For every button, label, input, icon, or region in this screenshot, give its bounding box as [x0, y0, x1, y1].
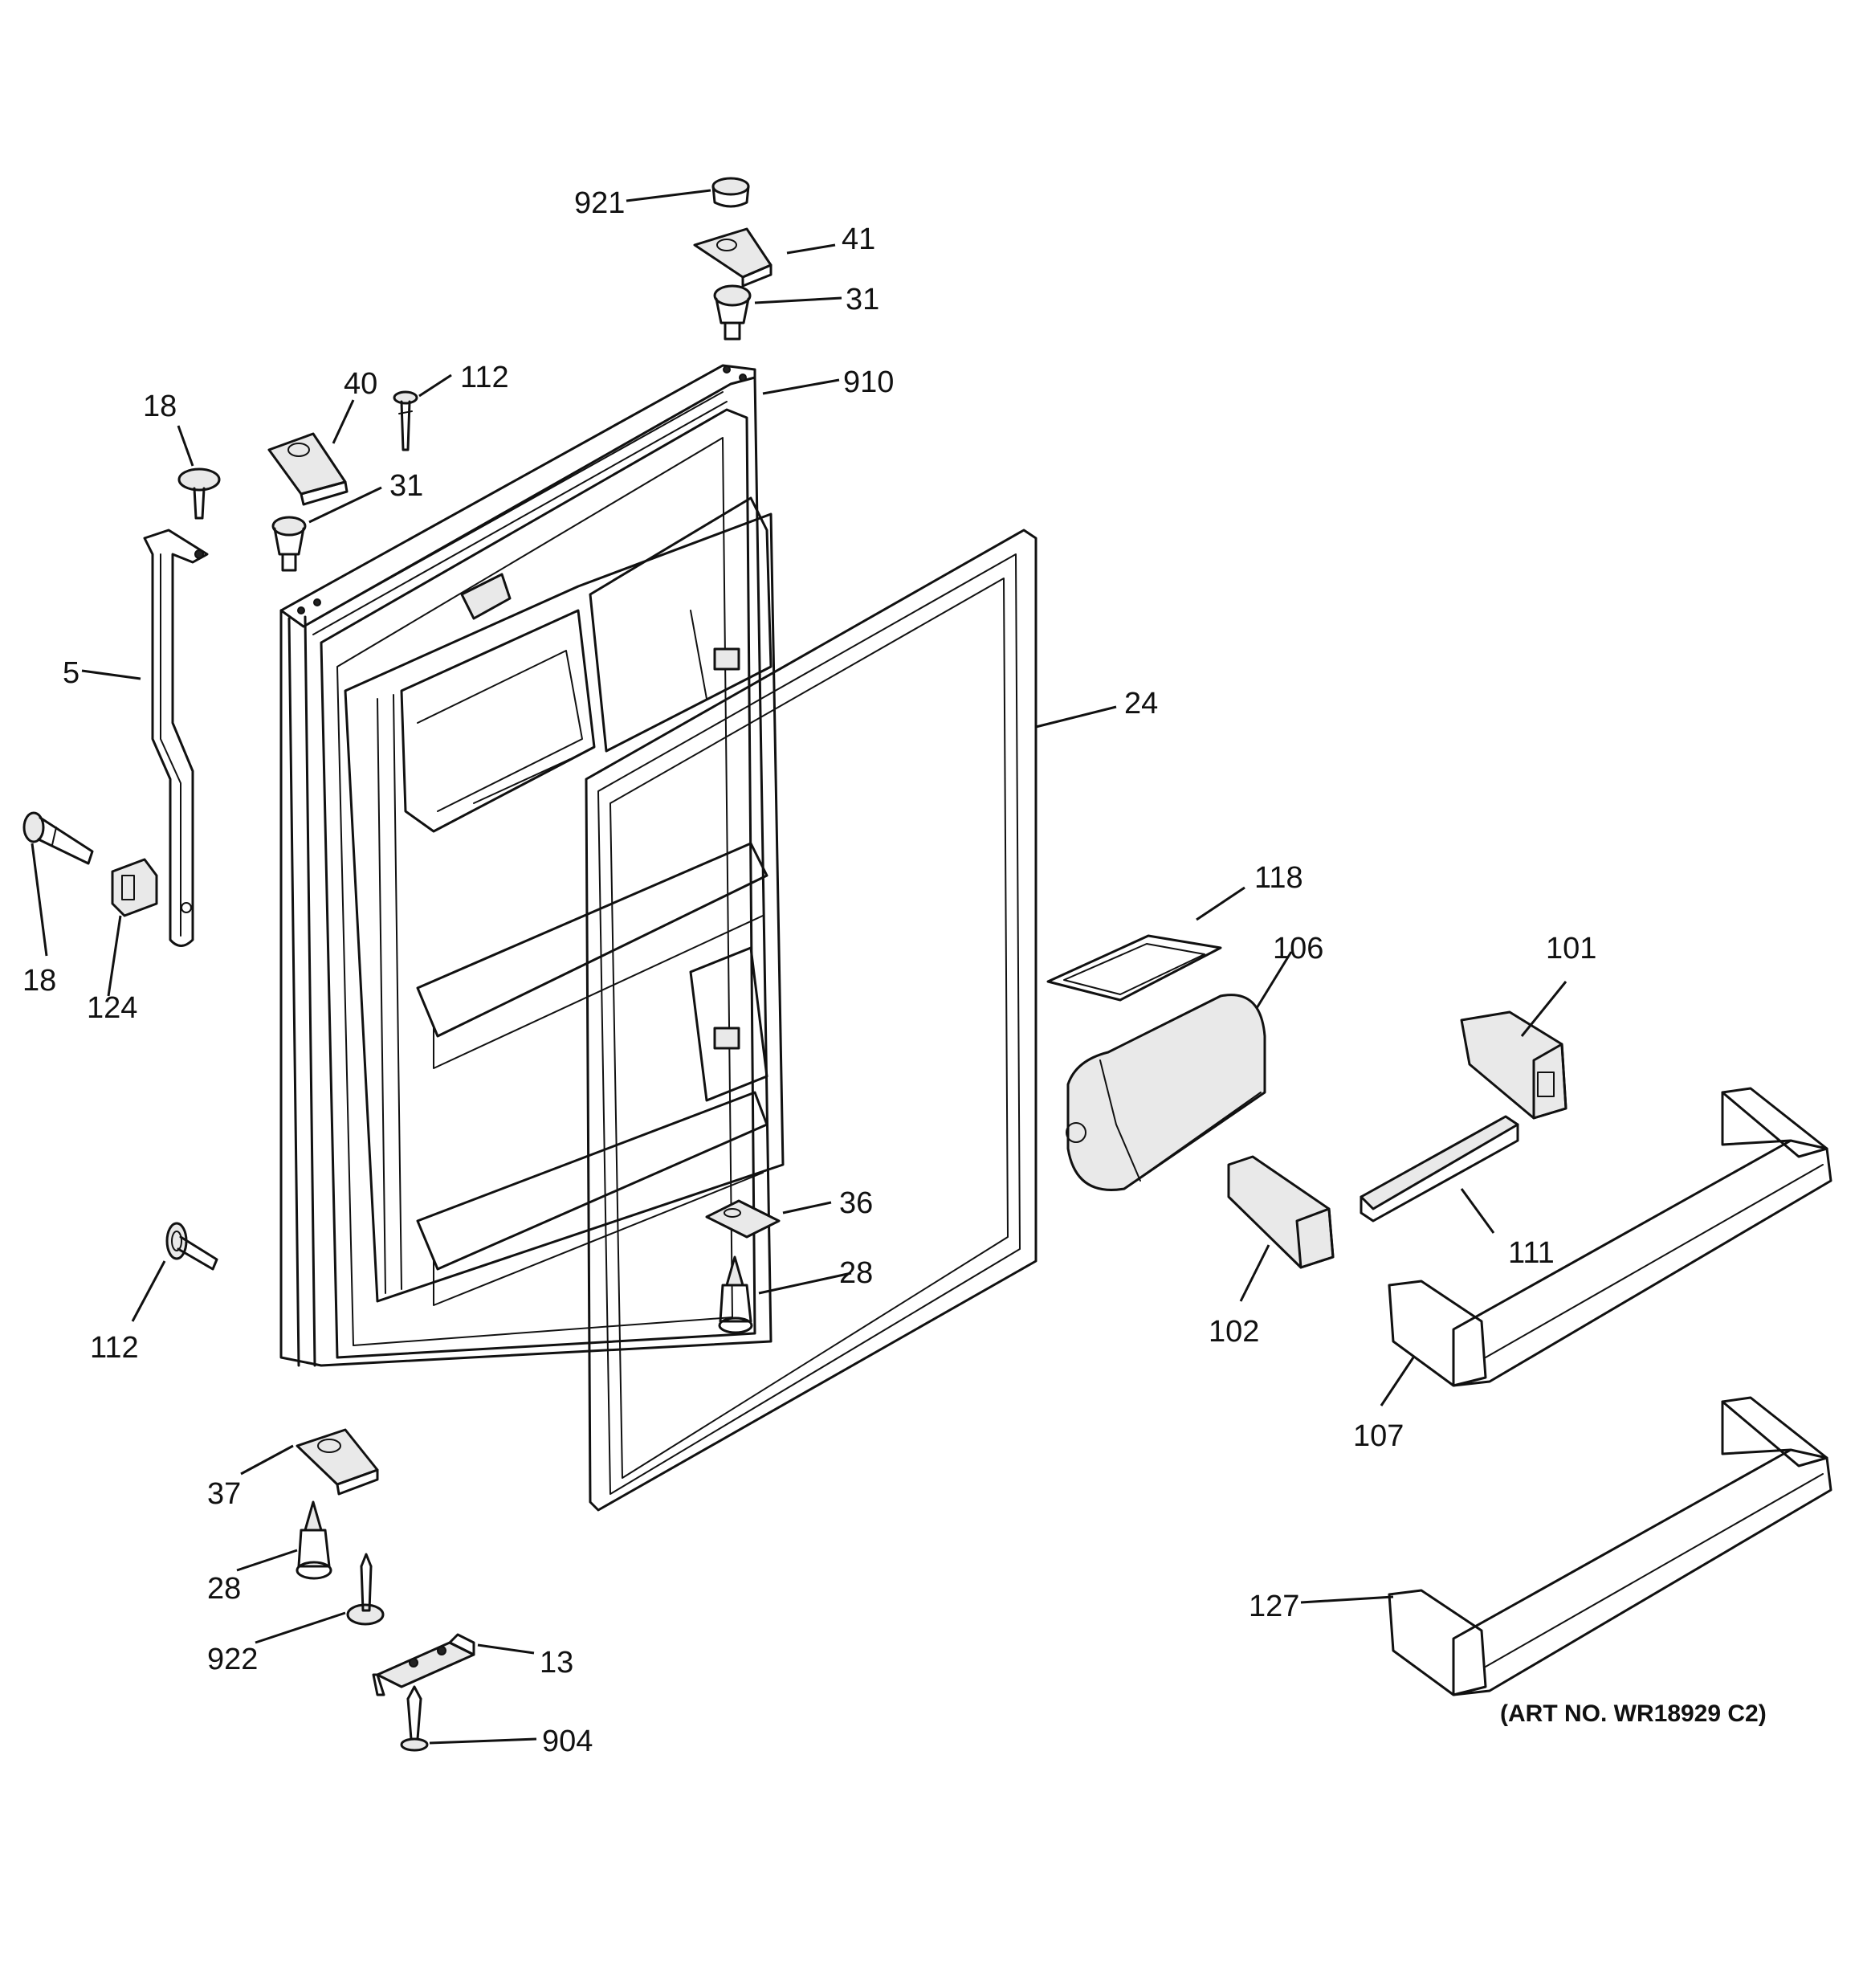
hinge-pin-28-mid — [718, 1255, 753, 1334]
callout-31-top: 31 — [846, 283, 879, 316]
callout-labels: 921 41 31 910 112 40 18 31 5 18 124 24 1… — [22, 186, 1767, 1758]
leader-lines — [31, 189, 1567, 1745]
callout-31-left: 31 — [389, 469, 423, 503]
bushing-31-left — [271, 516, 307, 572]
cap-921 — [711, 177, 750, 208]
screw-922 — [346, 1553, 385, 1626]
bottom-hinge-parts — [296, 1199, 781, 1752]
callout-24: 24 — [1124, 687, 1158, 720]
callout-18-bottom: 18 — [22, 964, 56, 998]
hinge-bracket-13 — [372, 1633, 475, 1696]
hinge-cover-41 — [693, 227, 773, 288]
handle-5 — [143, 529, 209, 947]
callout-41: 41 — [842, 222, 875, 256]
door-shelf-127 — [1388, 1396, 1832, 1696]
callout-922: 922 — [207, 1643, 258, 1676]
callout-112-bottom: 112 — [90, 1331, 139, 1365]
callout-28-bottom: 28 — [207, 1572, 241, 1606]
hinge-cover-40 — [267, 432, 349, 506]
callout-101: 101 — [1546, 932, 1596, 965]
callout-28-mid: 28 — [839, 1256, 873, 1290]
callout-112-top: 112 — [460, 361, 509, 394]
bushing-31-top — [713, 284, 752, 341]
screw-904 — [400, 1685, 429, 1752]
callout-910: 910 — [843, 365, 894, 399]
door-gasket — [585, 529, 1037, 1512]
callout-13: 13 — [540, 1646, 573, 1680]
callout-118: 118 — [1254, 861, 1303, 895]
callout-111: 111 — [1508, 1236, 1555, 1270]
callout-904: 904 — [542, 1725, 593, 1758]
screw-112-bottom — [165, 1222, 218, 1271]
screw-18-bottom — [22, 811, 94, 865]
callout-37: 37 — [207, 1477, 241, 1511]
callout-127: 127 — [1249, 1590, 1299, 1623]
callout-40: 40 — [344, 367, 377, 401]
rail-111 — [1360, 1115, 1519, 1223]
hinge-cover-36 — [705, 1199, 781, 1239]
clip-124 — [111, 858, 158, 917]
butter-door-118 — [1046, 934, 1222, 1002]
screw-112-top — [393, 390, 418, 451]
callout-106: 106 — [1273, 932, 1323, 965]
door-assembly — [279, 364, 785, 1367]
hinge-pin-28-bottom — [296, 1500, 332, 1580]
callout-18-top: 18 — [143, 390, 177, 423]
door-shelf-107 — [1388, 1087, 1832, 1387]
callout-36: 36 — [839, 1186, 873, 1220]
callout-124: 124 — [87, 991, 137, 1025]
hinge-cover-37 — [296, 1428, 379, 1496]
end-cap-102 — [1227, 1155, 1335, 1269]
end-cap-101 — [1460, 1010, 1567, 1120]
callout-107: 107 — [1353, 1419, 1404, 1453]
callout-921: 921 — [574, 186, 625, 220]
top-hinge-parts — [177, 177, 773, 572]
callout-102: 102 — [1209, 1315, 1259, 1349]
callout-5: 5 — [63, 656, 79, 690]
dairy-compartment-106 — [1066, 994, 1266, 1191]
art-number: (ART NO. WR18929 C2) — [1500, 1700, 1767, 1727]
screw-18-top — [177, 467, 221, 520]
